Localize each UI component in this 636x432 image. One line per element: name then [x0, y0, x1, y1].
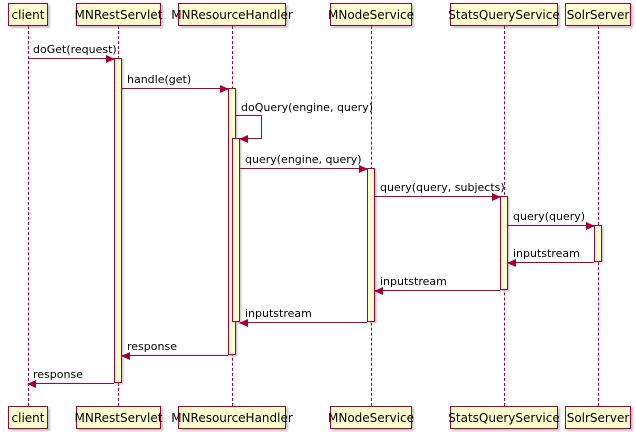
- activation-statsqueryservice: [500, 196, 508, 290]
- participant-label: MNodeService: [327, 410, 415, 425]
- participant-statsqueryservice-bottom: StatsQueryService: [448, 406, 560, 429]
- participant-label: StatsQueryService: [448, 7, 560, 22]
- participant-mnrestservlet-bottom: MNRestServlet: [74, 406, 163, 429]
- activation-mnrestservlet: [114, 58, 122, 383]
- participant-label: SolrServer: [566, 7, 630, 22]
- arrowhead-right-icon: [359, 165, 368, 173]
- participant-mnodeservice-top: MNodeService: [327, 3, 415, 26]
- participant-mnresourcehandler-bottom: MNResourceHandler: [171, 406, 293, 429]
- message-label: query(query, subjects): [380, 181, 505, 194]
- participant-mnresourcehandler-top: MNResourceHandler: [171, 3, 293, 26]
- message-doget: doGet(request): [28, 43, 117, 63]
- participant-client-top: client: [8, 3, 48, 26]
- arrowhead-right-icon: [220, 85, 229, 93]
- message-query-solr: query(query): [508, 210, 595, 230]
- arrowhead-left-icon: [239, 135, 248, 143]
- message-label: query(query): [513, 210, 586, 223]
- message-inputstream-stats: inputstream: [374, 275, 500, 295]
- arrowhead-left-icon: [121, 352, 130, 360]
- message-label: response: [127, 340, 177, 353]
- message-label: doGet(request): [33, 43, 117, 56]
- participant-label: MNRestServlet: [74, 7, 163, 22]
- message-label: inputstream: [513, 247, 580, 260]
- participant-label: MNResourceHandler: [171, 7, 293, 22]
- activation-mnodeservice: [367, 168, 375, 322]
- message-inputstream-node: inputstream: [239, 307, 367, 327]
- participant-label: client: [11, 7, 45, 22]
- lifeline-client: [27, 26, 29, 406]
- arrowhead-right-icon: [492, 193, 501, 201]
- participant-mnrestservlet-top: MNRestServlet: [74, 3, 163, 26]
- message-query-engine: query(engine, query): [240, 153, 368, 173]
- participant-label: MNodeService: [327, 7, 415, 22]
- message-label: query(engine, query): [245, 153, 362, 166]
- message-inputstream-solr: inputstream: [507, 247, 594, 267]
- message-label-self: doQuery(engine, query): [241, 101, 373, 114]
- arrowhead-left-icon: [27, 380, 36, 388]
- participant-solrserver-bottom: SolrServer: [565, 406, 631, 429]
- arrowhead-left-icon: [239, 319, 248, 327]
- participant-label: MNResourceHandler: [171, 410, 293, 425]
- message-label: handle(get): [127, 73, 192, 86]
- arrowhead-left-icon: [374, 287, 383, 295]
- self-message-top-line: [236, 115, 262, 116]
- lifeline-solrserver: [597, 26, 599, 406]
- activation-solrserver: [594, 225, 602, 262]
- message-query-subjects: query(query, subjects): [375, 181, 505, 201]
- message-response-client: response: [27, 368, 114, 388]
- participant-label: StatsQueryService: [448, 410, 560, 425]
- participant-label: client: [11, 410, 45, 425]
- participant-label: SolrServer: [566, 410, 630, 425]
- participant-mnodeservice-bottom: MNodeService: [327, 406, 415, 429]
- activation-mnresourcehandler-nested: [232, 138, 240, 322]
- participant-statsqueryservice-top: StatsQueryService: [448, 3, 560, 26]
- message-label: inputstream: [245, 307, 312, 320]
- participant-solrserver-top: SolrServer: [565, 3, 631, 26]
- arrowhead-left-icon: [507, 259, 516, 267]
- arrowhead-right-icon: [106, 55, 115, 63]
- message-response-handler: response: [121, 340, 228, 360]
- arrowhead-right-icon: [586, 222, 595, 230]
- message-label: inputstream: [380, 275, 447, 288]
- self-message-vertical-line: [261, 115, 262, 138]
- participant-client-bottom: client: [8, 406, 48, 429]
- message-label: response: [33, 368, 83, 381]
- self-message-return-line: [239, 135, 262, 143]
- message-handle: handle(get): [122, 73, 229, 93]
- participant-label: MNRestServlet: [74, 410, 163, 425]
